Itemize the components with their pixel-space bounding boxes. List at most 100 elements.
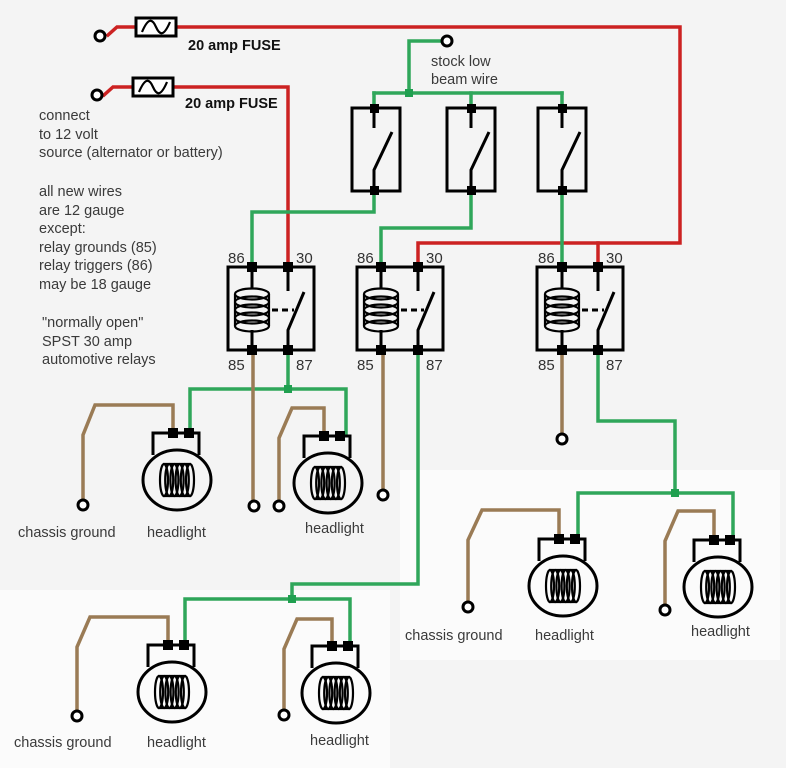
headlight-6: headlight — [658, 509, 754, 640]
relay-terminal — [283, 262, 293, 272]
source-terminal-second — [90, 88, 104, 102]
coil-icon — [543, 287, 581, 333]
stock-low-beam-terminal — [440, 34, 454, 48]
headlight-label: headlight — [310, 733, 369, 749]
junction-node — [405, 89, 413, 97]
pin-label-30: 30 — [606, 250, 623, 267]
relay3-ground-terminal — [555, 432, 569, 446]
output-wire-relay2 — [183, 597, 352, 644]
chassis-ground-label: chassis ground — [18, 525, 116, 541]
chassis-ground-terminal — [76, 498, 90, 512]
pin-label-87: 87 — [426, 357, 443, 374]
relay-1: 86 30 85 87 — [226, 250, 316, 374]
chassis-ground-terminal — [272, 499, 286, 513]
filament-icon — [699, 569, 737, 605]
switch-box — [445, 104, 497, 195]
fuse-icon — [140, 19, 172, 35]
headlight-ground-wire — [663, 509, 716, 606]
power-wires — [101, 25, 682, 266]
headlight-label: headlight — [691, 624, 750, 640]
headlight-3: headlight chassis ground — [14, 615, 208, 751]
switch-box — [536, 104, 588, 195]
relay-type-note-line: automotive relays — [42, 352, 156, 368]
relay-terminal — [376, 262, 386, 272]
gauge-note-line: relay grounds (85) — [39, 239, 157, 256]
contact-icon — [416, 267, 436, 350]
coil-icon — [233, 287, 271, 333]
pin-label-86: 86 — [538, 250, 555, 267]
headlight-ground-wire — [466, 508, 561, 603]
pin-label-85: 85 — [228, 357, 245, 374]
headlight-icon — [136, 660, 208, 724]
relay-terminal — [376, 345, 386, 355]
headlight-ground-wire — [277, 406, 326, 502]
pin-label-85: 85 — [538, 357, 555, 374]
filament-icon — [158, 462, 196, 498]
gauge-note-line: are 12 gauge — [39, 202, 125, 219]
background-patch — [400, 470, 780, 660]
filament-icon — [317, 675, 355, 711]
headlight-4: headlight — [277, 617, 372, 749]
output-wire-relay1 — [188, 387, 348, 435]
headlight-ground-wire — [75, 615, 170, 712]
relay-terminal — [593, 345, 603, 355]
relay-terminal — [557, 345, 567, 355]
gauge-note-line: except: — [39, 221, 86, 237]
headlight-icon — [292, 451, 364, 515]
connect-note-line: to 12 volt — [39, 126, 98, 143]
headlight-label: headlight — [535, 628, 594, 644]
output-wire-relay3 — [596, 350, 677, 495]
trigger-wire-relay2 — [379, 188, 473, 266]
contact-icon — [286, 267, 306, 350]
junction-node — [284, 385, 292, 393]
headlight-icon — [527, 554, 599, 618]
pin-label-87: 87 — [296, 357, 313, 374]
switch-box — [350, 104, 402, 195]
contact-icon — [596, 267, 616, 350]
relay-type-note: "normally open" SPST 30 amp automotive r… — [42, 314, 156, 370]
connect-note-line: connect — [39, 108, 90, 124]
gauge-note: all new wires are 12 gauge except: relay… — [39, 183, 157, 294]
trigger-wire-relay1 — [250, 188, 376, 266]
pin-label-87: 87 — [606, 357, 623, 374]
connect-note-line: source (alternator or battery) — [39, 145, 223, 161]
relay-terminal — [593, 262, 603, 272]
gauge-note-line: all new wires — [39, 184, 122, 200]
pin-label-85: 85 — [357, 357, 374, 374]
relay-terminal — [557, 262, 567, 272]
relay2-ground-terminal — [376, 488, 390, 502]
pin-label-86: 86 — [228, 250, 245, 267]
chassis-ground-label: chassis ground — [14, 735, 112, 751]
headlight-label: headlight — [305, 521, 364, 537]
relay1-ground-terminal — [247, 499, 261, 513]
pin-label-30: 30 — [296, 250, 313, 267]
headlight-label: headlight — [147, 735, 206, 751]
output-wire-relay3 — [576, 491, 735, 539]
stock-low-beam-label-line2: beam wire — [431, 72, 498, 88]
power-wire-second — [101, 85, 134, 98]
headlight-ground-wire — [282, 617, 334, 711]
chassis-ground-terminal — [658, 603, 672, 617]
stock-low-beam-label-line1: stock low — [431, 54, 491, 70]
chassis-ground-terminal — [70, 709, 84, 723]
chassis-ground-terminal — [277, 708, 291, 722]
power-wire-top — [174, 25, 682, 266]
connect-note: connect to 12 volt source (alternator or… — [39, 107, 223, 163]
fuse-icon — [137, 79, 169, 95]
switch-icon — [469, 108, 491, 191]
relay-3: 86 30 85 87 — [535, 250, 625, 374]
fuse-second — [131, 76, 175, 98]
gauge-note-line: may be 18 gauge — [39, 276, 152, 293]
ground-wires — [251, 350, 564, 502]
headlight-2: headlight — [272, 406, 364, 537]
relay-terminal — [283, 345, 293, 355]
junction-node — [671, 489, 679, 497]
coil-icon — [362, 287, 400, 333]
relay-terminal — [413, 345, 423, 355]
chassis-ground-terminal — [461, 600, 475, 614]
power-wire-top — [105, 25, 136, 38]
